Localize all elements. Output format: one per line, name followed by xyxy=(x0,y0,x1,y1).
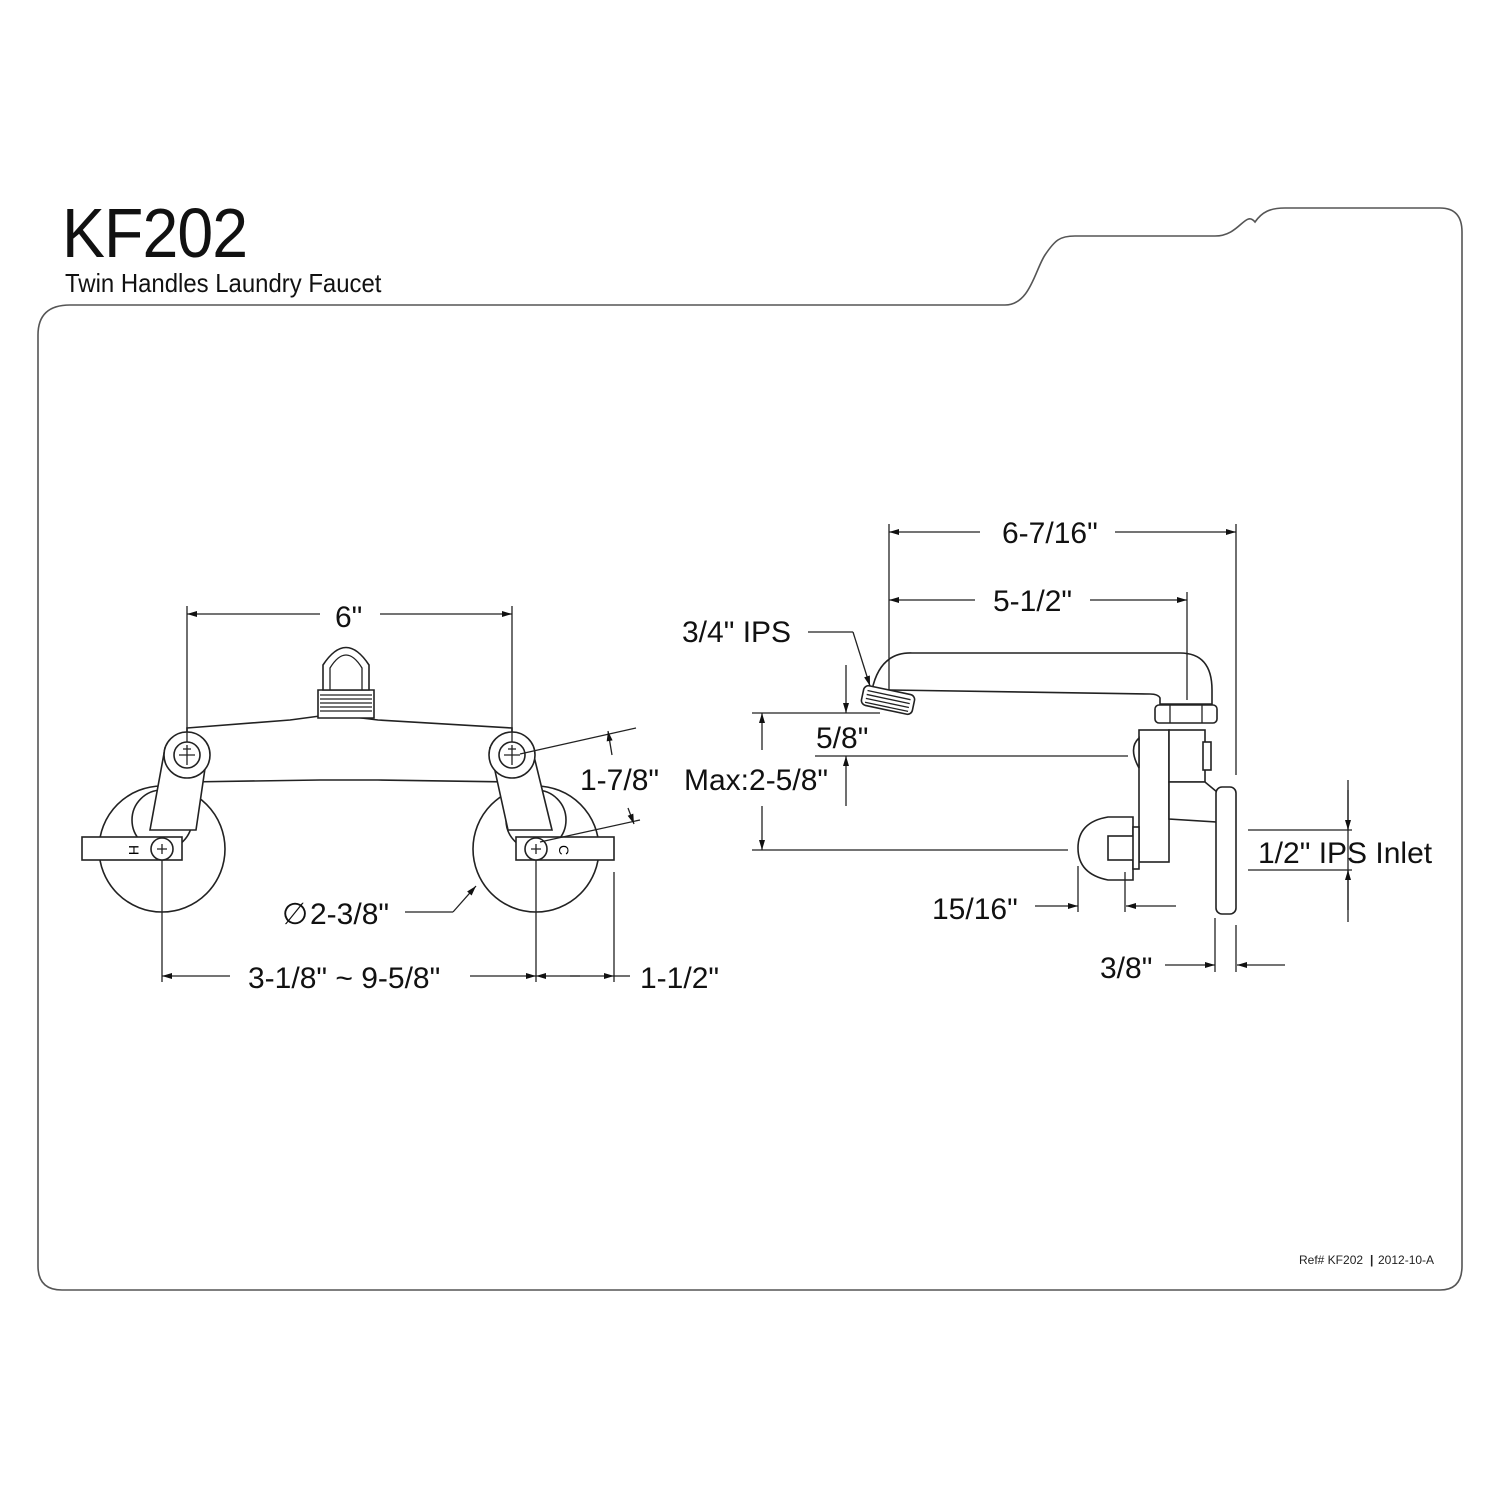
dim-max-height: Max:2-5/8" xyxy=(684,764,828,797)
dim-outlet-thread: 3/4" IPS xyxy=(682,616,791,649)
revision-code: 2012-10-A xyxy=(1378,1253,1434,1267)
dim-center-spacing: 6" xyxy=(335,601,362,634)
front-view: H C 6" 1-7/8" ∅ 2-3/8" 3-1/8" ~ 9-5/8" 1… xyxy=(81,601,719,995)
cold-handle-label: C xyxy=(556,845,572,855)
dim-outlet-drop: 5/8" xyxy=(816,722,868,755)
reference-block: Ref# KF202 | 2012-10-A xyxy=(1299,1253,1434,1267)
side-view: 6-7/16" 5-1/2" 3/4" IPS 5/8" Max:2-5/8" … xyxy=(682,517,1433,985)
dim-spout-reach: 5-1/2" xyxy=(993,585,1072,618)
reference-number: Ref# KF202 xyxy=(1299,1253,1363,1267)
model-number-title: KF202 xyxy=(62,194,248,272)
dim-flange-thickness: 3/8" xyxy=(1100,952,1152,985)
dim-inlet: 1/2" IPS Inlet xyxy=(1258,837,1433,870)
dim-handle-offset: 1-1/2" xyxy=(640,962,719,995)
dim-flange-diameter: 2-3/8" xyxy=(310,898,389,931)
dim-adjustable-centers: 3-1/8" ~ 9-5/8" xyxy=(248,962,440,995)
dim-flange-diameter-symbol: ∅ xyxy=(282,898,308,931)
reference-separator: | xyxy=(1370,1253,1373,1267)
dim-arm-drop: 1-7/8" xyxy=(580,764,659,797)
sheet-frame xyxy=(37,207,1463,1291)
dim-overall-reach: 6-7/16" xyxy=(1002,517,1098,550)
hot-handle-label: H xyxy=(126,845,142,855)
product-description: Twin Handles Laundry Faucet xyxy=(65,268,382,298)
dim-handle-depth: 15/16" xyxy=(932,893,1018,926)
